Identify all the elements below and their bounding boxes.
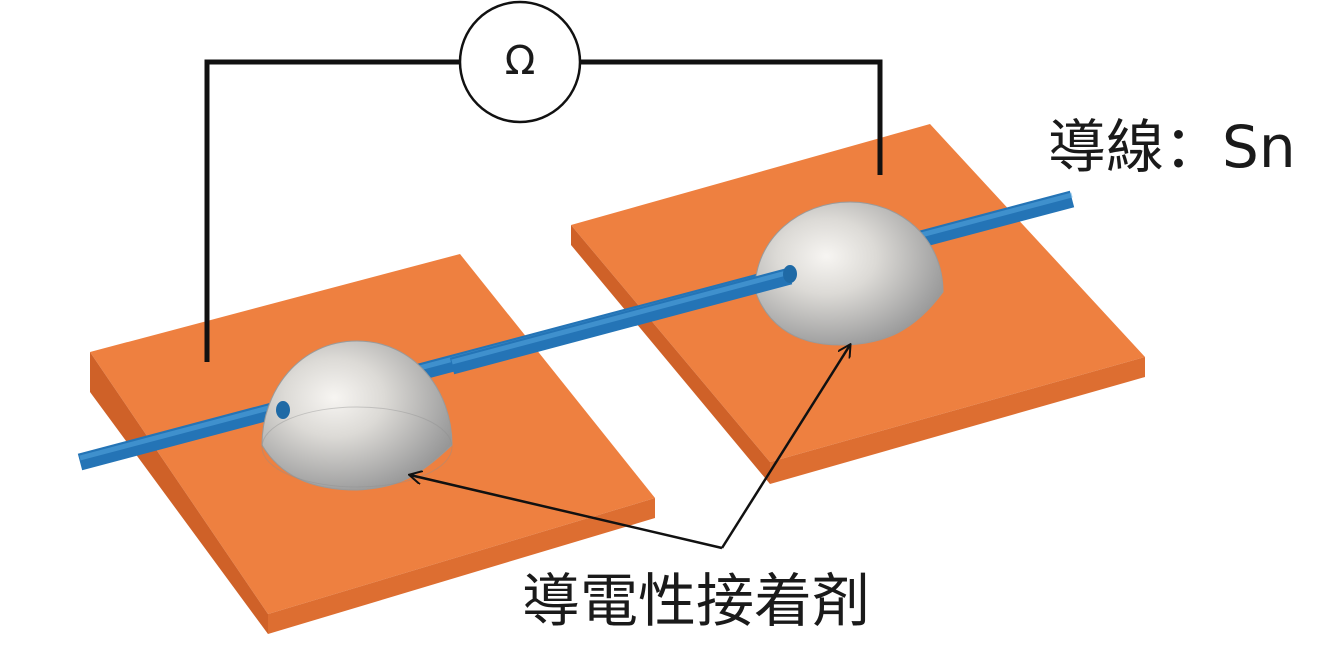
ohmmeter-circle-icon xyxy=(458,0,582,124)
adhesive-label: 導電性接着剤 xyxy=(522,567,871,635)
wire-between-domes xyxy=(449,267,793,375)
wire-label: 導線：Sn xyxy=(1048,113,1296,181)
right-adhesive-dome xyxy=(754,201,944,346)
measurement-circuit xyxy=(204,0,883,362)
ohm-symbol: Ω xyxy=(504,38,536,84)
left-adhesive-dome xyxy=(261,340,453,491)
arrow-icon xyxy=(410,475,723,550)
arrow-icon xyxy=(720,345,850,549)
adhesive-pointer-arrows xyxy=(410,345,850,550)
